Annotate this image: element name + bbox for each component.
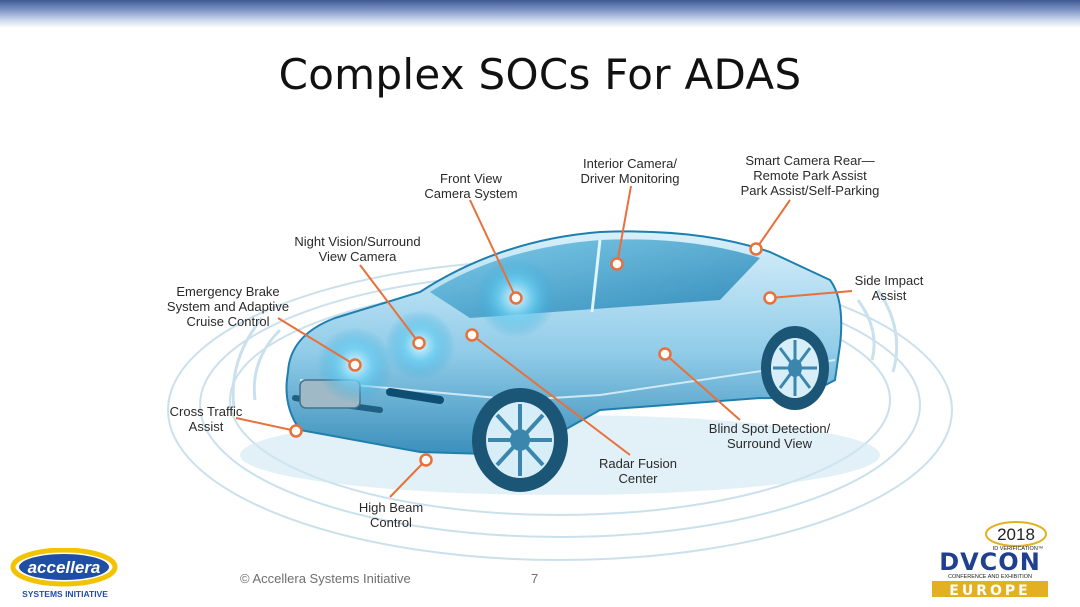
- marker-side-impact: [765, 293, 776, 304]
- label-line: Park Assist/Self-Parking: [735, 183, 885, 198]
- label-interior-camera: Interior Camera/ Driver Monitoring: [575, 156, 685, 186]
- label-line: System and Adaptive: [163, 299, 293, 314]
- dvcon-tagline: CONFERENCE AND EXHIBITION: [948, 574, 1032, 580]
- label-cross-traffic: Cross Traffic Assist: [166, 404, 246, 434]
- rear-wheel: [761, 326, 829, 410]
- label-line: Interior Camera/: [575, 156, 685, 171]
- page-number: 7: [531, 571, 538, 586]
- label-line: Emergency Brake: [163, 284, 293, 299]
- label-line: Cruise Control: [163, 314, 293, 329]
- label-line: Blind Spot Detection/: [702, 421, 837, 436]
- marker-smart-camera-rear: [751, 244, 762, 255]
- label-line: Smart Camera Rear—: [735, 153, 885, 168]
- dvcon-wordmark: DVCON: [939, 548, 1041, 576]
- marker-front-view: [511, 293, 522, 304]
- accellera-tagline: SYSTEMS INITIATIVE: [22, 589, 108, 599]
- label-line: Side Impact: [850, 273, 928, 288]
- label-line: Assist: [850, 288, 928, 303]
- label-line: Center: [592, 471, 684, 486]
- label-front-view: Front View Camera System: [420, 171, 522, 201]
- front-wheel: [472, 388, 568, 492]
- accellera-logo: accellera SYSTEMS INITIATIVE: [10, 548, 120, 600]
- label-line: Surround View: [702, 436, 837, 451]
- marker-interior-camera: [612, 259, 623, 270]
- marker-high-beam: [421, 455, 432, 466]
- label-line: Radar Fusion: [592, 456, 684, 471]
- label-high-beam: High Beam Control: [350, 500, 432, 530]
- label-line: Driver Monitoring: [575, 171, 685, 186]
- marker-night-vision: [414, 338, 425, 349]
- label-night-vision: Night Vision/Surround View Camera: [290, 234, 425, 264]
- label-line: View Camera: [290, 249, 425, 264]
- marker-cross-traffic: [291, 426, 302, 437]
- label-line: Remote Park Assist: [735, 168, 885, 183]
- label-blind-spot: Blind Spot Detection/ Surround View: [702, 421, 837, 451]
- marker-blind-spot: [660, 349, 671, 360]
- accellera-wordmark: accellera: [28, 558, 101, 577]
- label-line: High Beam: [350, 500, 432, 515]
- label-radar-fusion: Radar Fusion Center: [592, 456, 684, 486]
- dvcon-logo: 2018 ID VERIFICATION™ DVCON CONFERENCE A…: [928, 520, 1053, 598]
- label-line: Night Vision/Surround: [290, 234, 425, 249]
- label-line: Front View: [420, 171, 522, 186]
- label-line: Control: [350, 515, 432, 530]
- marker-emergency-brake: [350, 360, 361, 371]
- copyright-text: © Accellera Systems Initiative: [240, 571, 411, 586]
- dvcon-region: EUROPE: [949, 583, 1030, 598]
- marker-radar-fusion: [467, 330, 478, 341]
- label-smart-camera-rear: Smart Camera Rear— Remote Park Assist Pa…: [735, 153, 885, 198]
- label-line: Cross Traffic: [166, 404, 246, 419]
- label-side-impact: Side Impact Assist: [850, 273, 928, 303]
- label-line: Camera System: [420, 186, 522, 201]
- dvcon-year: 2018: [997, 525, 1035, 544]
- label-line: Assist: [166, 419, 246, 434]
- label-emergency-brake: Emergency Brake System and Adaptive Crui…: [163, 284, 293, 329]
